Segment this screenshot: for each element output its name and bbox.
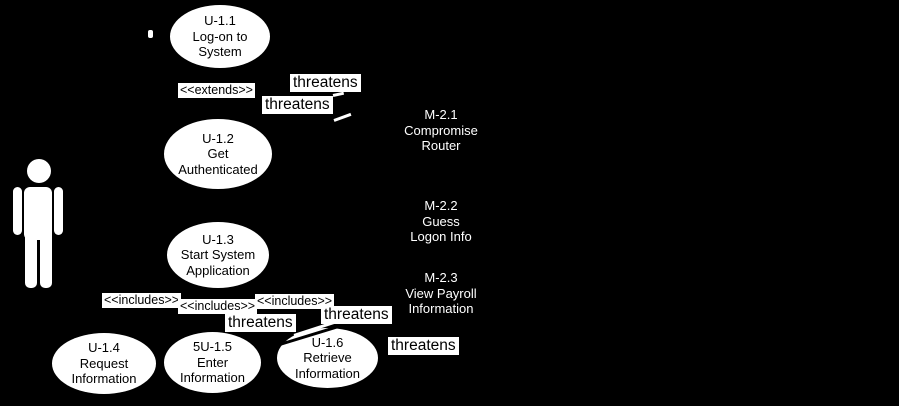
usecase-label: System [198, 44, 242, 60]
usecase-label: Enter [196, 354, 229, 370]
misusecase-m2-1: M-2.1 Compromise Router [376, 107, 506, 154]
threatens-label-4: threatens [321, 306, 392, 324]
includes-label-1: <<includes>> [102, 293, 182, 308]
usecase-label: Authenticated [178, 161, 258, 177]
threatens-label-5: threatens [388, 337, 459, 355]
usecase-label: U-1.1 [204, 13, 236, 29]
misusecase-label: M-2.2 [424, 198, 458, 213]
usecase-u1-6: U-1.6 Retrieve Information [277, 328, 378, 388]
usecase-u1-4: U-1.4 Request Information [52, 333, 156, 394]
misusecase-label: Guess [422, 213, 460, 229]
usecase-label: Start System [180, 247, 256, 263]
usecase-label: U-1.4 [88, 340, 120, 356]
usecase-label: U-1.2 [202, 130, 234, 146]
threatens-label-2: threatens [262, 96, 333, 114]
person-actor-icon [13, 159, 63, 288]
misusecase-label: Information [408, 301, 474, 316]
extends-label: <<extends>> [178, 83, 255, 98]
usecase-label: 5U-1.5 [192, 339, 233, 355]
arrowhead-fragment-2 [333, 112, 352, 122]
usecase-u1-2: U-1.2 Get Authenticated [164, 119, 272, 189]
usecase-label: Application [186, 262, 250, 278]
misusecase-label: M-2.1 [424, 107, 458, 122]
usecase-label: Information [179, 370, 246, 386]
misusecase-label: Router [421, 138, 461, 153]
usecase-label: Get [207, 146, 229, 162]
usecase-u1-5: 5U-1.5 Enter Information [164, 332, 261, 393]
usecase-label: Information [71, 371, 137, 387]
misusecase-label: Compromise [404, 122, 478, 138]
misusecase-m2-2: M-2.2 Guess Logon Info [376, 198, 506, 245]
usecase-label: U-1.6 [311, 334, 344, 350]
usecase-label: U-1.3 [202, 231, 234, 247]
includes-label-3: <<includes>> [255, 294, 335, 309]
usecase-label: Information [294, 365, 361, 381]
includes-label-2: <<includes>> [178, 299, 258, 314]
misusecase-m2-3: M-2.3 View Payroll Information [376, 270, 506, 317]
misusecase-label: View Payroll [405, 285, 477, 301]
arrowhead-fragment-1 [332, 91, 345, 97]
misusecase-label: M-2.3 [424, 270, 458, 285]
misusecase-label: Logon Info [410, 229, 472, 244]
usecase-u1-3: U-1.3 Start System Application [167, 222, 269, 288]
usecase-label: Log-on to [192, 28, 248, 44]
threatens-label-3: threatens [225, 314, 296, 332]
arrowhead-fragment-3 [148, 30, 153, 38]
threatens-label-1: threatens [290, 74, 361, 92]
usecase-label: Retrieve [303, 350, 352, 366]
usecase-label: Request [79, 355, 129, 371]
usecase-u1-1: U-1.1 Log-on to System [170, 5, 270, 68]
